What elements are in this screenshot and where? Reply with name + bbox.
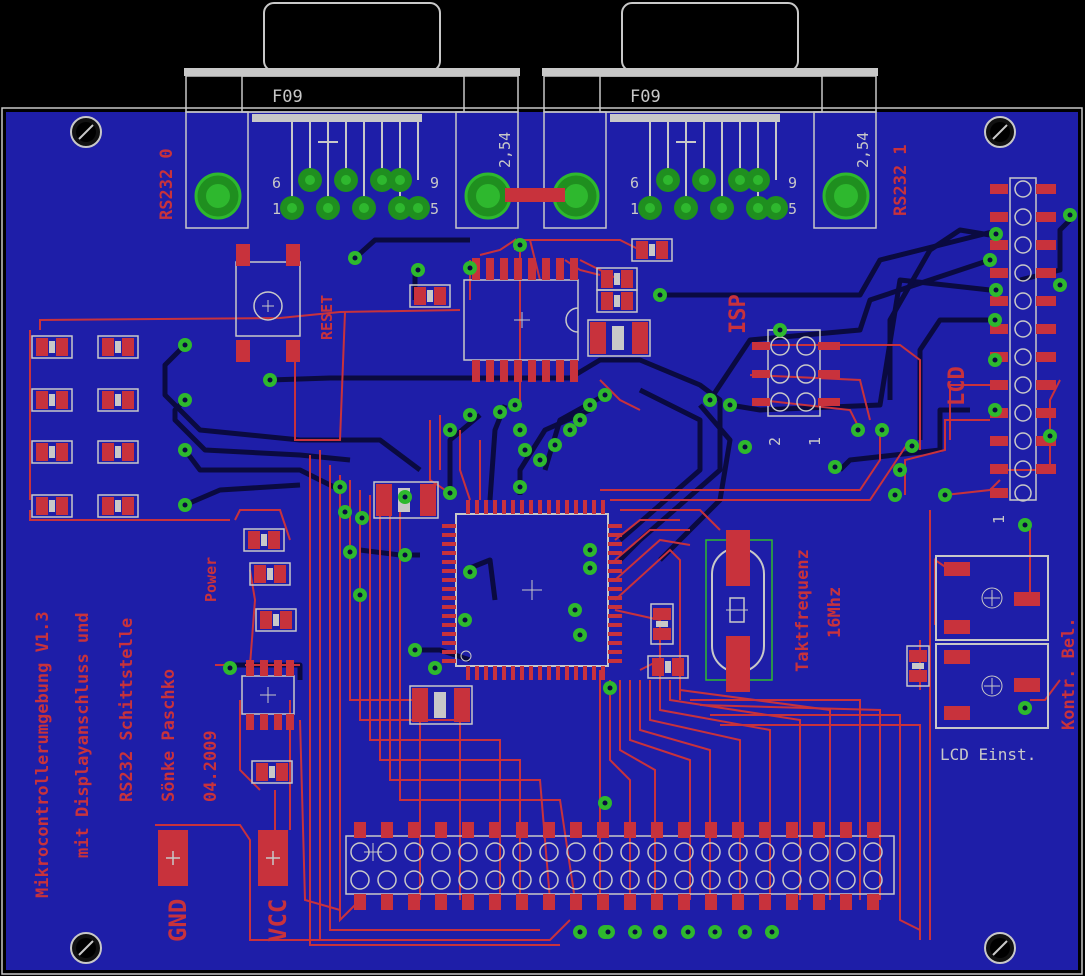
vcc-label: VCC: [264, 899, 292, 942]
rs232-0-label: RS232 0: [157, 148, 177, 220]
shield-bridge: [505, 188, 565, 202]
rs232-1-pin-9: 9: [788, 174, 797, 192]
lcd-label: LCD: [945, 366, 970, 406]
rs232-1-label: RS232 1: [891, 144, 911, 216]
rs232-1-pin-6: 6: [630, 174, 639, 192]
info-line-5: 04.2009: [201, 730, 221, 802]
mounting-hole-bottom-right: [984, 932, 1016, 964]
mounting-hole-top-right: [984, 116, 1016, 148]
rs232-0-pin-5: 5: [430, 200, 439, 218]
rs232-0-pin-1: 1: [272, 200, 281, 218]
info-line-2: mit Displayanschluss und: [73, 612, 93, 858]
lcd-header: [990, 177, 1056, 502]
lcd-einst-label: LCD Einst.: [940, 745, 1036, 764]
io-header: [345, 822, 895, 910]
info-line-1: Mikrocontrollerumgebung V1.3: [33, 611, 53, 898]
rs232-0-type: F09: [272, 87, 303, 107]
rs232-0-pin-6: 6: [272, 174, 281, 192]
rs232-1-pin-1: 1: [630, 200, 639, 218]
rs232-1-type: F09: [630, 87, 661, 107]
reset-label: RESET: [318, 295, 336, 340]
mounting-hole-top-left: [70, 116, 102, 148]
vcc-pad: [258, 830, 288, 886]
board-outline: [1, 107, 1083, 975]
info-line-3: RS232 Schittstelle: [117, 618, 137, 802]
potentiometer-contrast: [935, 555, 1049, 641]
mounting-hole-bottom-left: [70, 932, 102, 964]
frequency-label: 16Mhz: [825, 587, 845, 638]
isp-pin-1: 1: [806, 437, 824, 446]
isp-header: [752, 329, 840, 417]
gnd-pad: [158, 830, 188, 886]
connector-rs232-1: F09 6 1 9 5 2,54: [542, 2, 878, 229]
rs232-0-pitch: 2,54: [496, 132, 514, 168]
capacitors-mcu: [373, 481, 689, 725]
microcontroller: [442, 500, 622, 680]
power-label: Power: [202, 557, 220, 602]
info-line-4: Sönke Paschko: [159, 669, 179, 802]
potentiometer-lcd: [935, 643, 1049, 729]
rs232-1-pitch: 2,54: [854, 132, 872, 168]
lcd-pin-1: 1: [990, 515, 1008, 524]
rs232-1-pin-5: 5: [788, 200, 797, 218]
crystal-16mhz: [705, 530, 773, 692]
isp-label: ISP: [726, 294, 751, 334]
isp-pin-2: 2: [766, 437, 784, 446]
kontr-bel-label: Kontr. Bel.: [1059, 617, 1079, 730]
capacitors-top: [409, 238, 673, 357]
power-regulator: [241, 528, 297, 784]
taktfrequenz-label: Taktfrequenz: [793, 549, 813, 672]
reset-button-footprint: [235, 244, 301, 362]
gnd-label: GND: [164, 899, 192, 942]
rs232-0-pin-9: 9: [430, 174, 439, 192]
